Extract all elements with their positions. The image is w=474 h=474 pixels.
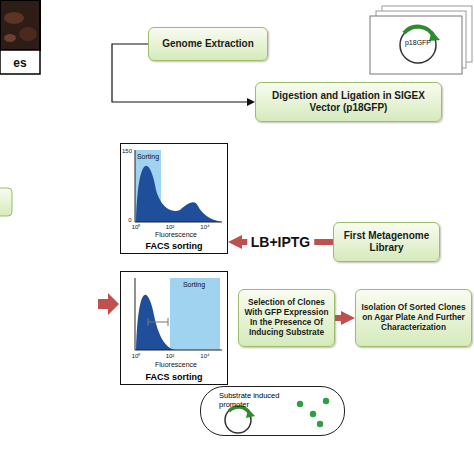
plot-axes bbox=[135, 278, 222, 350]
axis-tick: 10⁰ bbox=[132, 224, 141, 230]
node-text: FACS sorting bbox=[145, 372, 202, 383]
photo-caption-box bbox=[0, 50, 40, 74]
histogram-curve bbox=[136, 166, 222, 222]
gate-label: Sorting bbox=[183, 281, 205, 288]
node-text: Genome Extraction bbox=[162, 38, 254, 50]
sorting-gate bbox=[170, 278, 220, 350]
process-box: Isolation Of Sorted Clones on Agar Plate… bbox=[355, 289, 472, 347]
soil-clump bbox=[19, 27, 37, 41]
plasmid-circle bbox=[400, 27, 436, 63]
node-text: p18GFP bbox=[405, 39, 431, 47]
edge-label: LB+IPTG bbox=[247, 235, 315, 249]
node-text: FACS sorting bbox=[145, 241, 202, 252]
gate-label: Sorting bbox=[137, 153, 159, 160]
gfp-dot bbox=[310, 411, 316, 417]
soil-clump bbox=[4, 12, 24, 24]
axis-tick: 0 bbox=[128, 217, 131, 223]
soil-photo bbox=[0, 0, 40, 50]
node-text: Selection of Clones With GFP Expression … bbox=[243, 298, 330, 337]
axis-tick: 150 bbox=[122, 148, 132, 154]
soil-clump bbox=[4, 34, 16, 42]
histogram-curve bbox=[136, 295, 175, 350]
plot-axes bbox=[135, 150, 222, 222]
red-arrow bbox=[98, 293, 119, 315]
gfp-dot bbox=[317, 421, 323, 427]
axis-title: Fluorescence bbox=[155, 361, 197, 368]
node-text: Substrate induced promoter bbox=[219, 392, 289, 410]
vector-card bbox=[370, 16, 462, 74]
process-box: First Metagenome Library bbox=[333, 222, 440, 262]
gfp-arrowhead bbox=[246, 409, 255, 418]
node-text: First Metagenome Library bbox=[338, 230, 435, 254]
red-flow-arrow bbox=[335, 315, 341, 321]
gfp-dot bbox=[297, 401, 303, 407]
gate-marker bbox=[148, 318, 168, 326]
partial-box bbox=[0, 188, 12, 216]
node-text: Isolation Of Sorted Clones on Agar Plate… bbox=[360, 303, 467, 332]
node-text: Digestion and Ligation in SIGEX Vector (… bbox=[260, 90, 437, 114]
axis-tick: 10² bbox=[166, 353, 175, 359]
axis-tick: 10⁰ bbox=[132, 353, 141, 359]
photo-caption: es bbox=[13, 57, 26, 69]
axis-tick: 10⁴ bbox=[200, 353, 209, 359]
process-box: Digestion and Ligation in SIGEX Vector (… bbox=[255, 82, 442, 122]
axis-title: Fluorescence bbox=[155, 231, 197, 238]
vector-plasmid: p18GFP bbox=[372, 14, 464, 72]
axis-tick: 10⁴ bbox=[200, 224, 209, 230]
gfp-gene-arc bbox=[404, 27, 434, 37]
process-box: Selection of Clones With GFP Expression … bbox=[238, 289, 335, 347]
axis-tick: 10² bbox=[166, 224, 175, 230]
cell-shape: Substrate induced promoter bbox=[200, 386, 345, 436]
gfp-dot bbox=[323, 398, 329, 404]
process-box: Genome Extraction bbox=[148, 27, 268, 61]
plasmid-circle bbox=[225, 407, 251, 433]
